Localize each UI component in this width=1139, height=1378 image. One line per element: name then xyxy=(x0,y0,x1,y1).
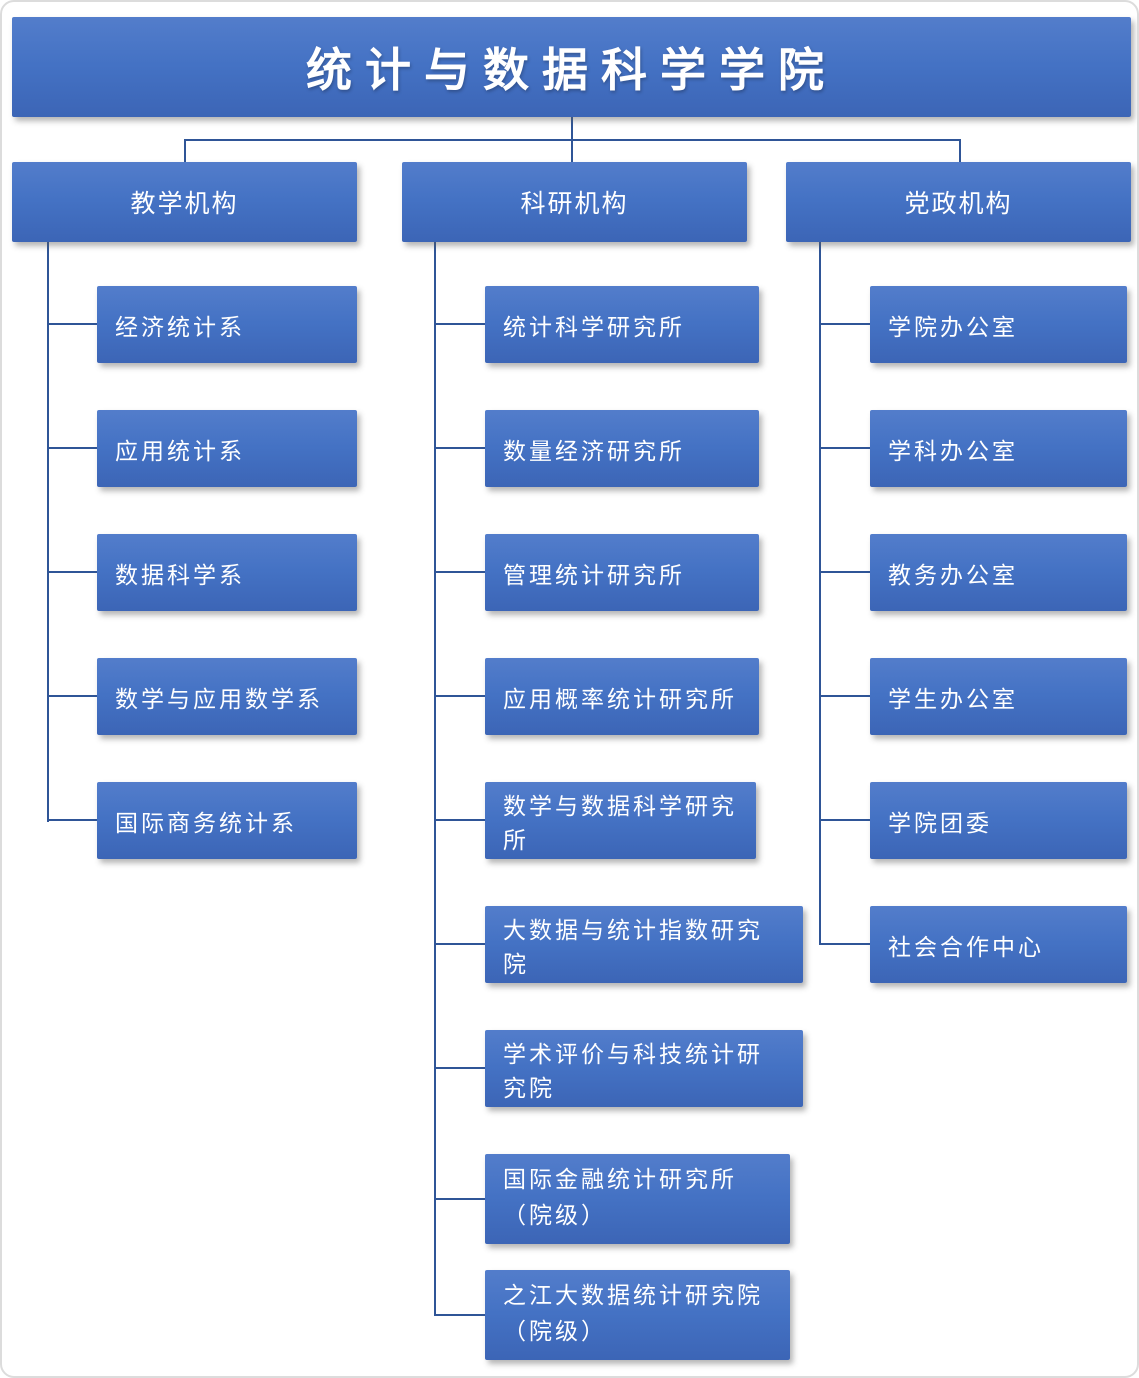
connector-stub xyxy=(819,943,870,945)
org-node-label: 学院团委 xyxy=(888,810,992,837)
connector-trunk-party xyxy=(819,241,821,945)
org-node-label: 学生办公室 xyxy=(888,686,1018,713)
org-node: 应用概率统计研究所 xyxy=(485,658,759,735)
org-node: 应用统计系 xyxy=(97,410,357,487)
connector-stub xyxy=(434,943,485,945)
connector-stub xyxy=(819,323,870,325)
org-node: 学院办公室 xyxy=(870,286,1127,363)
org-node-label: 经济统计系 xyxy=(115,314,245,341)
org-node-label: 统计科学研究所 xyxy=(503,314,685,341)
connector-stub xyxy=(434,447,485,449)
org-node-label: 学院办公室 xyxy=(888,314,1018,341)
connector-trunk-teaching xyxy=(47,241,49,822)
org-node-label: 应用统计系 xyxy=(115,438,245,465)
branch-node-research: 科研机构 xyxy=(402,162,747,242)
connector-drop-party xyxy=(959,139,961,163)
connector-stub xyxy=(47,571,97,573)
org-node: 数据科学系 xyxy=(97,534,357,611)
org-node-label: 数据科学系 xyxy=(115,562,245,589)
org-node-label: 教务办公室 xyxy=(888,562,1018,589)
org-node: 统计科学研究所 xyxy=(485,286,759,363)
connector-stub xyxy=(434,819,485,821)
connector-stub xyxy=(819,447,870,449)
org-node-label: 数学与数据科学研究所 xyxy=(503,793,737,854)
org-node: 数学与应用数学系 xyxy=(97,658,357,735)
branch-label: 党政机构 xyxy=(904,190,1013,218)
connector-drop-research xyxy=(571,139,573,163)
org-node: 学科办公室 xyxy=(870,410,1127,487)
org-node-label: 管理统计研究所 xyxy=(503,562,685,589)
org-node-label: 学术评价与科技统计研究院 xyxy=(503,1041,763,1102)
connector-stub xyxy=(47,819,97,821)
org-node-label-line2: （院级） xyxy=(503,1319,607,1345)
branch-label: 科研机构 xyxy=(520,190,629,218)
branch-node-teaching: 教学机构 xyxy=(12,162,357,242)
connector-title-stub xyxy=(571,115,573,141)
root-node-label: 统计与数据科学学院 xyxy=(306,43,837,97)
org-node: 管理统计研究所 xyxy=(485,534,759,611)
org-node-label: 数学与应用数学系 xyxy=(115,686,323,713)
connector-stub xyxy=(434,695,485,697)
org-node: 数学与数据科学研究所 xyxy=(485,782,756,859)
connector-stub xyxy=(434,1198,485,1200)
org-node: 教务办公室 xyxy=(870,534,1127,611)
connector-stub xyxy=(47,447,97,449)
connector-stub xyxy=(47,695,97,697)
org-node: 经济统计系 xyxy=(97,286,357,363)
org-node-label: 国际金融统计研究所 xyxy=(503,1167,737,1194)
org-node-label: 之江大数据统计研究院 xyxy=(503,1283,763,1310)
org-node: 数量经济研究所 xyxy=(485,410,759,487)
org-node-label: 数量经济研究所 xyxy=(503,438,685,465)
org-node: 学院团委 xyxy=(870,782,1127,859)
connector-stub xyxy=(434,323,485,325)
org-node-label: 学科办公室 xyxy=(888,438,1018,465)
connector-stub xyxy=(434,571,485,573)
connector-stub xyxy=(819,571,870,573)
connector-drop-teaching xyxy=(184,139,186,163)
org-node: 学生办公室 xyxy=(870,658,1127,735)
connector-stub xyxy=(434,1314,485,1316)
org-node: 之江大数据统计研究院 （院级） xyxy=(485,1270,790,1360)
org-node-label: 大数据与统计指数研究院 xyxy=(503,917,763,978)
connector-stub xyxy=(819,819,870,821)
root-node: 统计与数据科学学院 xyxy=(12,17,1131,117)
org-node-label: 应用概率统计研究所 xyxy=(503,686,737,713)
org-node-label: 国际商务统计系 xyxy=(115,810,297,837)
org-node: 社会合作中心 xyxy=(870,906,1127,983)
connector-stub xyxy=(47,323,97,325)
connector-stub xyxy=(819,695,870,697)
branch-node-party: 党政机构 xyxy=(786,162,1131,242)
connector-stub xyxy=(434,1067,485,1069)
org-node-label-line2: （院级） xyxy=(503,1203,607,1229)
org-node: 学术评价与科技统计研究院 xyxy=(485,1030,803,1107)
org-node-label: 社会合作中心 xyxy=(888,934,1044,961)
org-node: 国际商务统计系 xyxy=(97,782,357,859)
org-node: 大数据与统计指数研究院 xyxy=(485,906,803,983)
branch-label: 教学机构 xyxy=(130,190,239,218)
org-node: 国际金融统计研究所 （院级） xyxy=(485,1154,790,1244)
connector-trunk-research xyxy=(434,241,436,1316)
